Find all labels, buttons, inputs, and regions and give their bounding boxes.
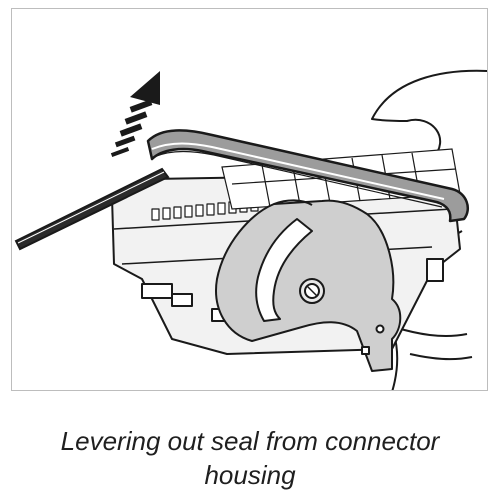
direction-arrow-icon: [110, 71, 160, 157]
figure-caption: Levering out seal from connector housing: [0, 424, 500, 492]
caption-line-1: Levering out seal from connector: [60, 426, 440, 456]
seal: [146, 129, 469, 223]
connector-seal-illustration: [14, 69, 487, 390]
locking-lever: [215, 199, 402, 372]
caption-line-2: housing: [204, 460, 296, 490]
illustration-frame: [11, 8, 488, 391]
screwdriver: [14, 167, 170, 251]
